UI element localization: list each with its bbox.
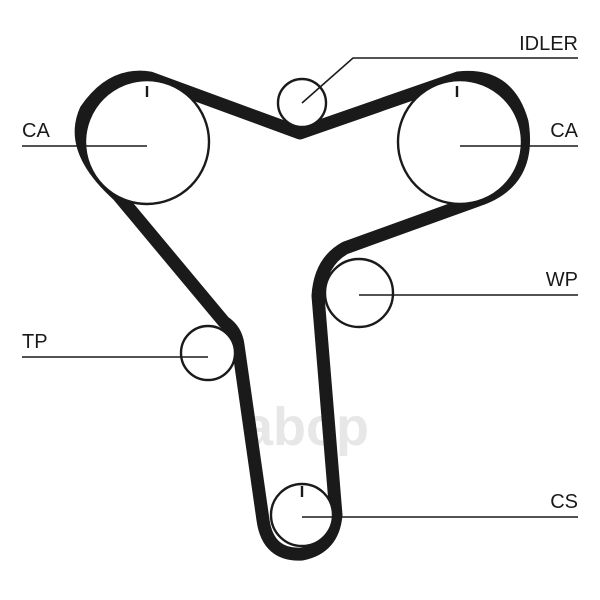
crankshaft-pulley bbox=[269, 482, 335, 548]
water-pump-pulley bbox=[323, 257, 395, 329]
camshaft-left-pulley bbox=[83, 78, 211, 206]
label-tp: TP bbox=[22, 331, 48, 353]
label-idler: IDLER bbox=[519, 33, 578, 55]
label-cs: CS bbox=[550, 491, 578, 513]
leader-line-idler bbox=[301, 57, 578, 104]
timing-belt bbox=[74, 70, 531, 561]
label-ca-right: CA bbox=[550, 120, 578, 142]
watermark-logo: abcp bbox=[243, 397, 369, 457]
camshaft-right-pulley bbox=[396, 78, 524, 206]
tensioner-pulley bbox=[179, 324, 237, 382]
label-ca-left: CA bbox=[22, 120, 50, 142]
label-wp: WP bbox=[546, 269, 578, 291]
